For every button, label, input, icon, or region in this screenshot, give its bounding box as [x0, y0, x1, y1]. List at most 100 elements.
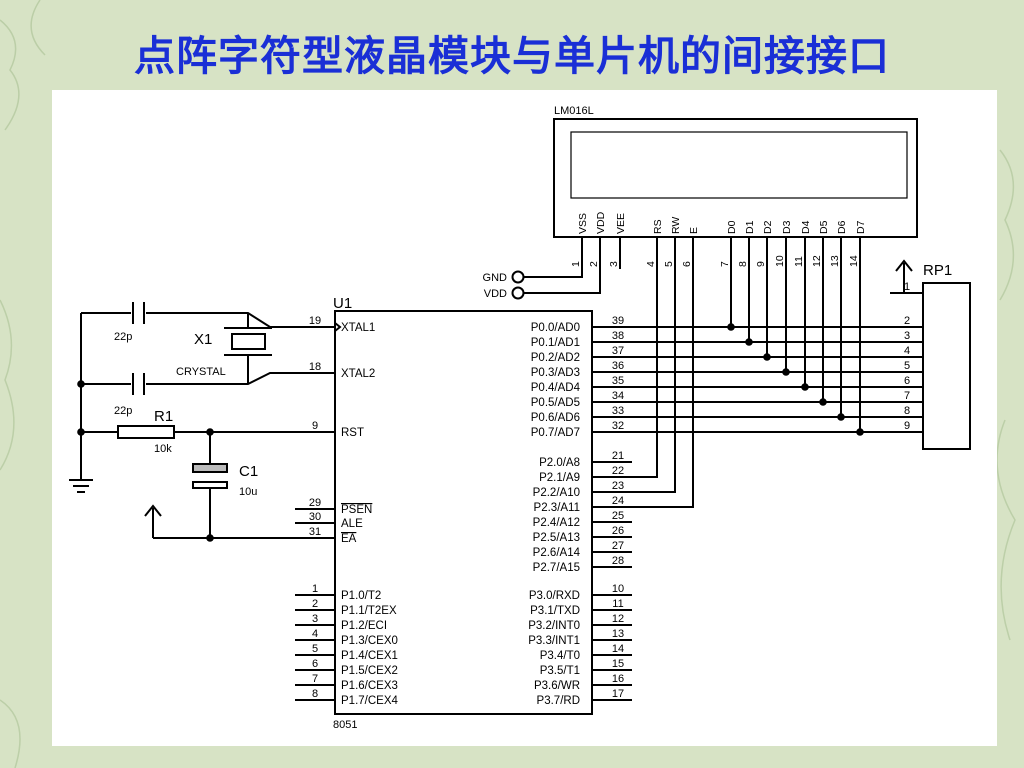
crystal-value: CRYSTAL: [176, 366, 226, 378]
junction-dot: [745, 338, 753, 346]
lcd-pin-name-d0: D0: [726, 220, 738, 234]
lcd-pin-name-vee: VEE: [615, 213, 627, 234]
mcu-pin-num-10: 10: [612, 583, 624, 595]
crystal-ref: X1: [194, 331, 212, 348]
slide-title: 点阵字符型液晶模块与单片机的间接接口: [134, 32, 890, 80]
mcu-body: [334, 310, 593, 715]
mcu-pin-name-p2-5-a13: P2.5/A13: [533, 532, 580, 544]
mcu-pin-name-p0-5-ad5: P0.5/AD5: [531, 397, 580, 409]
mcu-pin-name-p1-6-cex3: P1.6/CEX3: [341, 680, 398, 692]
mcu-pin-num-17: 17: [612, 688, 624, 700]
mcu-pin-num-39: 39: [612, 315, 624, 327]
mcu-pin-num-15: 15: [612, 658, 624, 670]
mcu-pin-num-6: 6: [312, 658, 318, 670]
respack-pin-9: 9: [904, 420, 910, 432]
vdd-wire: [524, 269, 601, 294]
mcu-pin-num-23: 23: [612, 480, 624, 492]
gnd-label: GND: [483, 272, 508, 284]
lcd-pin-num-3: 3: [608, 261, 620, 267]
mcu-pin-num-25: 25: [612, 510, 624, 522]
crystal-body: [231, 333, 266, 350]
xtal2-wire: [146, 372, 295, 385]
mcu-pin-name-ea: EA: [341, 533, 357, 545]
respack-pin-1: 1: [904, 281, 910, 293]
lcd-pin-num-12: 12: [811, 255, 823, 267]
clock-marker: [334, 322, 342, 332]
lcd-pin-num-14: 14: [848, 255, 860, 267]
lcd-pin-num-6: 6: [681, 261, 693, 267]
mcu-pin-name-p0-1-ad1: P0.1/AD1: [531, 337, 580, 349]
mcu-pin-num-8: 8: [312, 688, 318, 700]
mcu-pin-num-7: 7: [312, 673, 318, 685]
lcd-pin-num-2: 2: [588, 261, 600, 267]
junction-dot: [77, 428, 85, 436]
respack-pin-8: 8: [904, 405, 910, 417]
lcd-pin-name-e: E: [688, 227, 700, 234]
mcu-pin-name-p3-4-t0: P3.4/T0: [540, 650, 580, 662]
resistor-body: [117, 425, 175, 439]
mcu-pin-name-p1-5-cex2: P1.5/CEX2: [341, 665, 398, 677]
mcu-pin-name-p2-3-a11: P2.3/A11: [534, 502, 580, 514]
junction-dot: [727, 323, 735, 331]
rs-wire: [632, 269, 658, 478]
respack-ref: RP1: [923, 262, 952, 279]
respack-pin-4: 4: [904, 345, 910, 357]
mcu-pin-name-p0-3-ad3: P0.3/AD3: [531, 367, 580, 379]
mcu-pin-num-19: 19: [309, 315, 321, 327]
terminal-circle: [511, 270, 525, 284]
lcd-outline: [553, 118, 918, 238]
xtal1-wire: [146, 312, 295, 328]
ea-vcc-arrow: [144, 504, 162, 517]
junction-dot: [77, 380, 85, 388]
mcu-pin-num-21: 21: [612, 450, 624, 462]
junction-dot: [763, 353, 771, 361]
mcu-pin-num-1: 1: [312, 583, 318, 595]
mcu-pin-num-16: 16: [612, 673, 624, 685]
resistor-ref: R1: [154, 408, 173, 425]
rw-wire: [632, 269, 676, 493]
mcu-part: 8051: [333, 719, 357, 731]
mcu-pin-name-xtal2: XTAL2: [341, 368, 375, 380]
respack-pin-5: 5: [904, 360, 910, 372]
mcu-pin-num-35: 35: [612, 375, 624, 387]
mcu-pin-name-p0-0-ad0: P0.0/AD0: [531, 322, 580, 334]
mcu-pin-num-36: 36: [612, 360, 624, 372]
mcu-pin-num-34: 34: [612, 390, 624, 402]
mcu-pin-name-p2-4-a12: P2.4/A12: [533, 517, 580, 529]
mcu-pin-num-14: 14: [612, 643, 624, 655]
junction-dot: [856, 428, 864, 436]
mcu-pin-num-32: 32: [612, 420, 624, 432]
mcu-pin-name-p1-2-eci: P1.2/ECI: [341, 620, 387, 632]
lcd-pin-name-vss: VSS: [577, 213, 589, 234]
mcu-pin-name-p3-5-t1: P3.5/T1: [540, 665, 580, 677]
lcd-pin-name-d2: D2: [762, 220, 774, 234]
mcu-pin-name-p1-4-cex1: P1.4/CEX1: [341, 650, 398, 662]
mcu-pin-name-ale: ALE: [341, 518, 363, 530]
junction-dot: [206, 428, 214, 436]
junction-dot: [206, 534, 214, 542]
mcu-pin-num-26: 26: [612, 525, 624, 537]
mcu-pin-name-p2-1-a9: P2.1/A9: [539, 472, 580, 484]
mcu-pin-name-p3-1-txd: P3.1/TXD: [530, 605, 580, 617]
mcu-pin-name-p1-0-t2: P1.0/T2: [341, 590, 381, 602]
cap1-value: 22p: [114, 331, 132, 343]
respack-pin-3: 3: [904, 330, 910, 342]
lcd-pin-num-9: 9: [755, 261, 767, 267]
mcu-pin-name-psen: PSEN: [341, 504, 372, 516]
mcu-pin-num-11: 11: [612, 598, 623, 610]
respack-body: [922, 282, 971, 450]
respack-vcc-arrow: [895, 259, 913, 272]
junction-dot: [801, 383, 809, 391]
lcd-pin-num-8: 8: [737, 261, 749, 267]
lcd-pin-name-d7: D7: [855, 220, 867, 234]
respack-pin-7: 7: [904, 390, 910, 402]
lcd-pin-num-7: 7: [719, 261, 731, 267]
schematic: LM016LVSS1VDD2VEE3RS4RW5E6D07D18D29D310D…: [69, 105, 971, 731]
mcu-pin-name-xtal1: XTAL1: [341, 322, 375, 334]
mcu-pin-name-rst: RST: [341, 427, 364, 439]
lcd-pin-name-d6: D6: [836, 220, 848, 234]
mcu-pin-num-24: 24: [612, 495, 624, 507]
vdd-label: VDD: [484, 288, 507, 300]
c1-plate-negative: [192, 481, 228, 489]
